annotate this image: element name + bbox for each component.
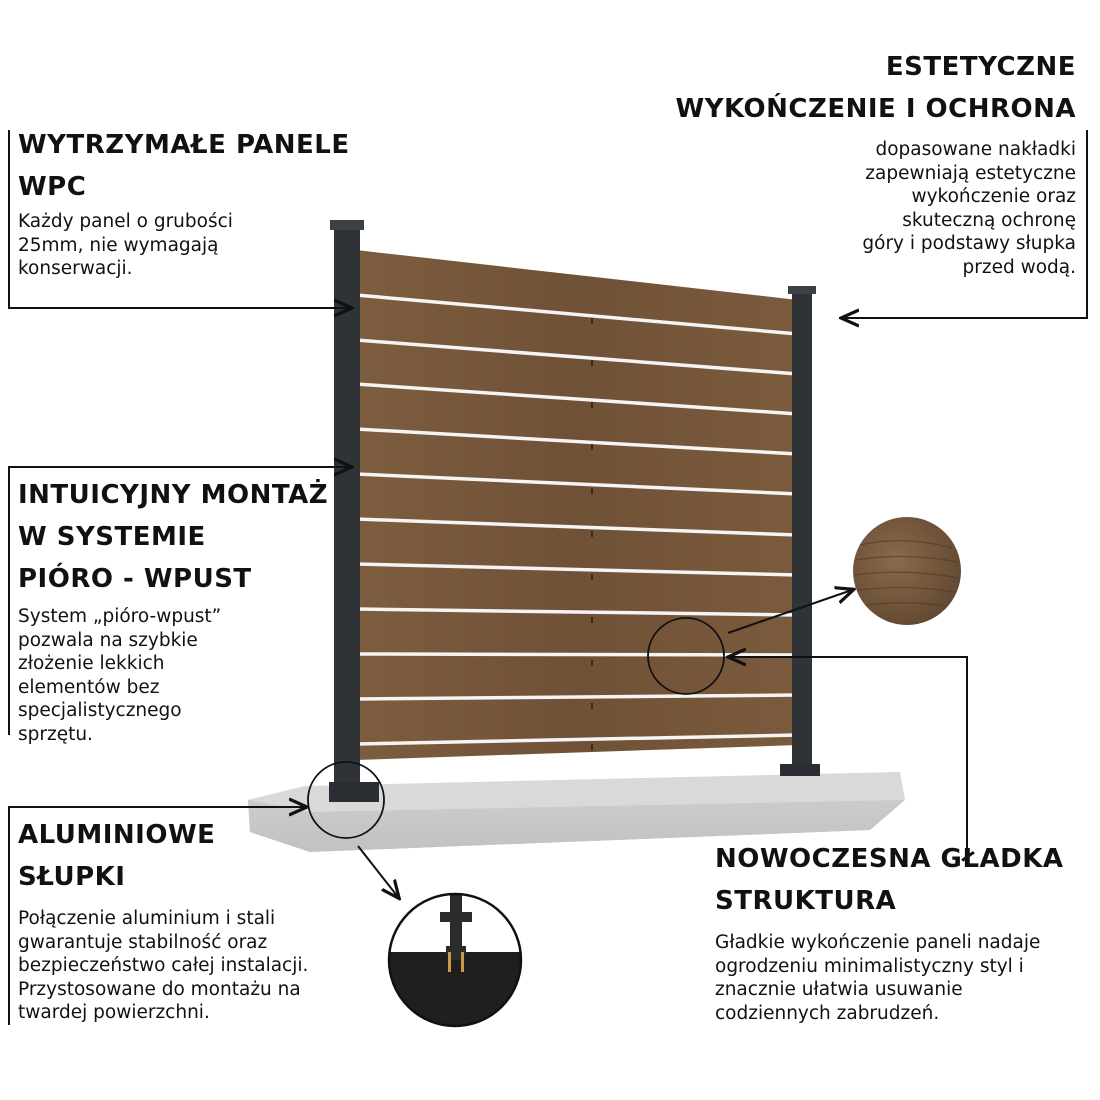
left-post	[329, 220, 379, 802]
right-post	[780, 286, 820, 776]
concrete-base	[248, 772, 905, 852]
finish-description: dopasowane nakładki zapewniają estetyczn…	[862, 139, 1076, 278]
structure-description: Gładkie wykończenie paneli nadaje ogrodz…	[715, 932, 1041, 1024]
posts-title: ALUMINIOWE SŁUPKI	[18, 820, 216, 892]
callout-line-finish	[843, 130, 1088, 318]
wood-texture-sample	[853, 517, 961, 625]
structure-title: NOWOCZESNA GŁADKA STRUKTURA	[715, 844, 1064, 916]
panel-texture-highlight-circle	[647, 617, 725, 695]
mounting-description: System „pióro-wpust” pozwala na szybkie …	[18, 606, 222, 745]
panels-title: WYTRZYMAŁE PANELE WPC	[18, 130, 350, 202]
wpc-panel	[355, 250, 799, 760]
callout-line-mounting	[8, 467, 350, 735]
callout-line-texture	[727, 590, 852, 634]
finish-title: ESTETYCZNE WYKOŃCZENIE I OCHRONA	[675, 52, 1076, 124]
mounting-title: INTUICYJNY MONTAŻ W SYSTEMIE PIÓRO - WPU…	[18, 480, 329, 594]
callout-line-posts	[8, 807, 305, 1025]
callout-line-structure	[730, 657, 968, 848]
posts-description: Połączenie aluminium i stali gwarantuje …	[18, 908, 309, 1023]
callout-line-panels	[8, 130, 350, 308]
panels-description: Każdy panel o grubości 25mm, nie wymagaj…	[18, 211, 233, 279]
callout-line-zoom	[357, 845, 398, 897]
post-anchor-zoom	[387, 892, 523, 1028]
